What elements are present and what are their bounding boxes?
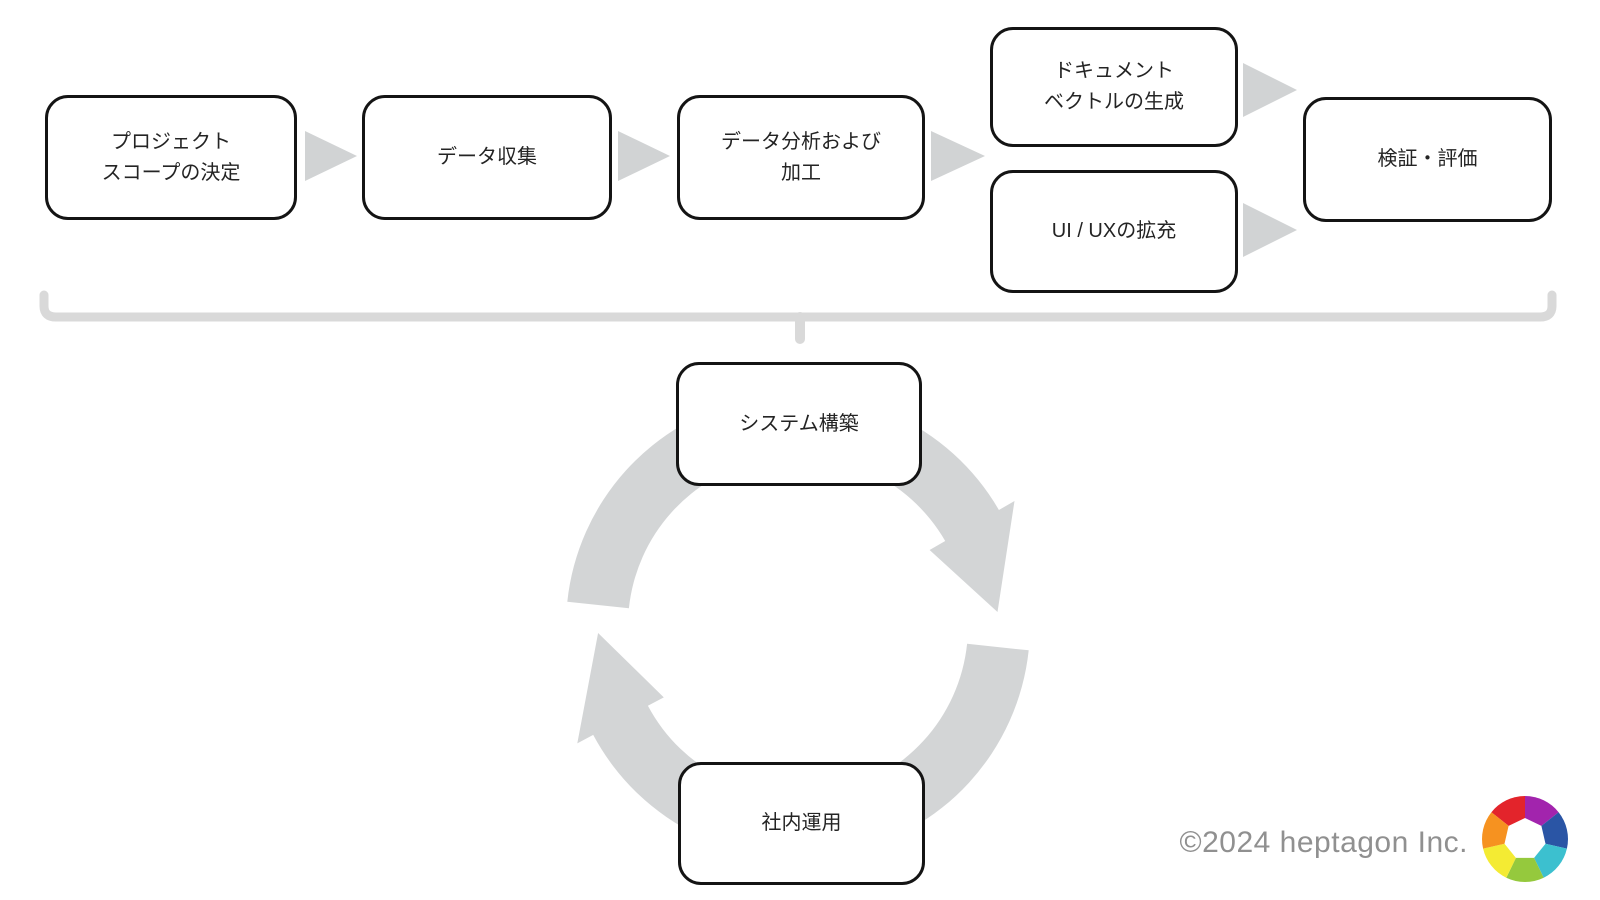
flow-step-label: UI / UXの拡充 (1051, 220, 1177, 242)
logo-segment-teal (1534, 843, 1567, 878)
logo-segment-green (1506, 857, 1544, 882)
heptagon-color-wheel-icon (1482, 796, 1568, 882)
flow-step-project-scope: プロジェクト スコープの決定 (45, 95, 297, 220)
cycle-step-label: 社内運用 (761, 812, 842, 834)
flow-step-document-vector: ドキュメント ベクトルの生成 (990, 27, 1238, 147)
flow-step-ui-ux: UI / UXの拡充 (990, 170, 1238, 293)
copyright-text: ©2024 heptagon Inc. (1179, 826, 1468, 859)
cycle-step-label: システム構築 (739, 412, 859, 435)
cycle-step-system-build: システム構築 (676, 362, 922, 486)
logo-segment-yellow (1483, 843, 1516, 878)
logo-segment-blue (1541, 812, 1568, 849)
flow-step-label: プロジェクト スコープの決定 (101, 130, 241, 184)
flow-arrow-icon (305, 131, 357, 181)
flow-arrow-icon (1243, 203, 1297, 257)
flow-step-label: ドキュメント ベクトルの生成 (1044, 60, 1184, 113)
flow-step-label: データ収集 (437, 146, 537, 168)
logo-segment-purple (1525, 796, 1559, 826)
logo-segment-red (1491, 796, 1525, 826)
flow-step-data-analysis: データ分析および 加工 (677, 95, 925, 220)
flow-arrow-icon (618, 131, 670, 181)
flow-arrow-icon (1243, 63, 1297, 117)
cycle-step-internal-operation: 社内運用 (678, 762, 925, 885)
flow-step-label: 検証・評価 (1377, 148, 1478, 170)
flow-step-validation: 検証・評価 (1303, 97, 1552, 222)
flow-step-data-collection: データ収集 (362, 95, 612, 220)
flow-step-label: データ分析および 加工 (721, 130, 881, 184)
logo-segment-orange (1482, 812, 1509, 849)
flow-arrow-icon (931, 131, 985, 181)
